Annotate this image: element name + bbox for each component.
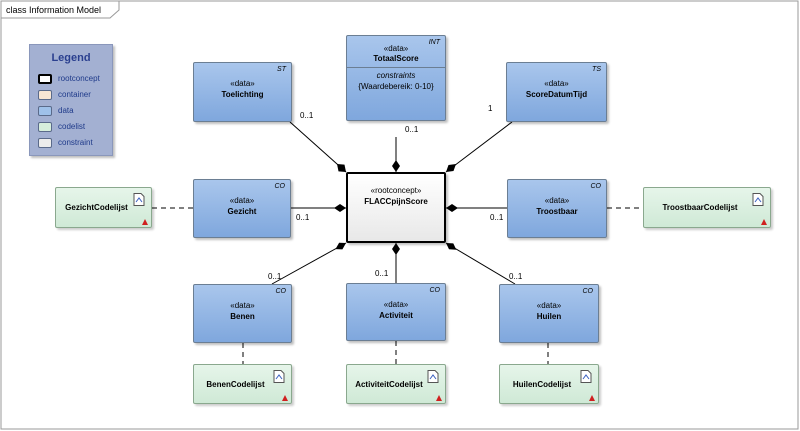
edge-toelichting bbox=[289, 121, 347, 173]
type-tag: TS bbox=[592, 66, 601, 73]
compartment-divider bbox=[347, 67, 445, 68]
diamond-activiteit bbox=[392, 243, 400, 255]
class-stereotype: «data» bbox=[229, 196, 255, 205]
class-activiteit[interactable]: CO «data» Activiteit bbox=[346, 283, 446, 341]
class-stereotype: «data» bbox=[230, 79, 255, 88]
class-name: Gezicht bbox=[227, 207, 257, 216]
diamond-troostbaar bbox=[446, 204, 458, 212]
document-icon bbox=[273, 370, 285, 383]
codelist-huilen[interactable]: HuilenCodelijst bbox=[499, 364, 599, 404]
root-stereotype: «rootconcept» bbox=[370, 186, 422, 195]
diamond-huilen bbox=[446, 243, 457, 250]
multiplicity-totaalscore: 0..1 bbox=[405, 125, 419, 134]
diamond-toelichting bbox=[337, 164, 346, 172]
diamond-totaalscore bbox=[392, 160, 400, 172]
type-tag: ST bbox=[277, 66, 286, 73]
class-name: Benen bbox=[230, 312, 255, 321]
codelist-name: HuilenCodelijst bbox=[512, 379, 572, 389]
multiplicity-benen: 0..1 bbox=[268, 272, 282, 281]
class-troostbaar[interactable]: CO «data» Troostbaar bbox=[507, 179, 607, 238]
class-stereotype: «data» bbox=[230, 301, 255, 310]
frame-title: class Information Model bbox=[6, 5, 102, 15]
class-stereotype: «data» bbox=[383, 44, 409, 53]
class-totaalscore[interactable]: INT «data» TotaalScore constraints {Waar… bbox=[346, 35, 446, 121]
multiplicity-huilen: 0..1 bbox=[509, 272, 523, 281]
type-tag: CO bbox=[275, 288, 287, 295]
class-name: Troostbaar bbox=[536, 207, 578, 216]
type-tag: INT bbox=[428, 39, 440, 46]
type-tag: CO bbox=[274, 183, 286, 190]
class-benen[interactable]: CO «data» Benen bbox=[193, 284, 292, 343]
warning-icon bbox=[282, 395, 288, 401]
constraint-value: {Waardebereik: 0-10} bbox=[358, 82, 434, 91]
class-name: Huilen bbox=[536, 312, 562, 321]
diamond-benen bbox=[335, 242, 346, 250]
type-tag: CO bbox=[590, 183, 602, 190]
class-stereotype: «data» bbox=[544, 196, 570, 205]
warning-icon bbox=[761, 219, 767, 225]
class-stereotype: «data» bbox=[536, 301, 562, 310]
codelist-troostbaar[interactable]: TroostbaarCodelijst bbox=[643, 187, 771, 228]
class-name: Activiteit bbox=[379, 311, 413, 320]
class-stereotype: «data» bbox=[544, 79, 569, 88]
class-huilen[interactable]: CO «data» Huilen bbox=[499, 284, 599, 343]
multiplicity-troostbaar: 0..1 bbox=[490, 213, 504, 222]
edge-huilen bbox=[445, 242, 516, 285]
warning-icon bbox=[142, 219, 148, 225]
document-icon bbox=[752, 193, 764, 206]
legend-swatch-constraint bbox=[38, 138, 52, 148]
codelist-name: ActiviteitCodelijst bbox=[355, 379, 423, 389]
legend-label-codelist: codelist bbox=[58, 122, 86, 131]
class-toelichting[interactable]: ST «data» Toelichting bbox=[193, 62, 292, 122]
constraints-header: constraints bbox=[376, 71, 416, 80]
class-gezicht[interactable]: CO «data» Gezicht bbox=[193, 179, 291, 238]
legend-panel: Legend rootconcept container data codeli… bbox=[29, 44, 113, 156]
legend-label-data: data bbox=[58, 106, 74, 115]
codelist-name: BenenCodelijst bbox=[206, 379, 265, 389]
type-tag: CO bbox=[582, 288, 594, 295]
legend-swatch-codelist bbox=[38, 122, 52, 132]
codelist-gezicht[interactable]: GezichtCodelijst bbox=[55, 187, 152, 228]
document-icon bbox=[580, 370, 592, 383]
class-name: ScoreDatumTijd bbox=[525, 90, 588, 99]
edge-scoredatumtijd bbox=[445, 121, 513, 173]
legend-swatch-rootconcept bbox=[38, 74, 52, 84]
document-icon bbox=[427, 370, 439, 383]
legend-label-rootconcept: rootconcept bbox=[58, 74, 100, 83]
legend-title: Legend bbox=[51, 52, 91, 64]
type-tag: CO bbox=[429, 287, 441, 294]
codelist-name: TroostbaarCodelijst bbox=[662, 203, 738, 212]
codelist-name: GezichtCodelijst bbox=[65, 203, 128, 212]
legend-label-container: container bbox=[58, 90, 91, 99]
frame-tab-border bbox=[1, 1, 120, 19]
class-name: TotaalScore bbox=[373, 54, 419, 63]
multiplicity-gezicht: 0..1 bbox=[296, 213, 310, 222]
diamond-gezicht bbox=[334, 204, 346, 212]
legend-swatch-container bbox=[38, 90, 52, 100]
document-icon bbox=[133, 193, 145, 206]
multiplicity-scoredatumtijd: 1 bbox=[488, 104, 493, 113]
class-stereotype: «data» bbox=[383, 300, 409, 309]
root-name: FLACCpijnScore bbox=[364, 197, 428, 206]
class-name: Toelichting bbox=[221, 90, 264, 99]
warning-icon bbox=[589, 395, 595, 401]
diamond-scoredatumtijd bbox=[446, 164, 456, 172]
codelist-activiteit[interactable]: ActiviteitCodelijst bbox=[346, 364, 446, 404]
edge-benen bbox=[271, 242, 347, 285]
root-class-flaccpijnscore[interactable]: «rootconcept» FLACCpijnScore bbox=[346, 172, 446, 243]
legend-label-constraint: constraint bbox=[58, 138, 93, 147]
multiplicity-activiteit: 0..1 bbox=[375, 269, 389, 278]
multiplicity-toelichting: 0..1 bbox=[300, 111, 314, 120]
warning-icon bbox=[436, 395, 442, 401]
legend-swatch-data bbox=[38, 106, 52, 116]
codelist-benen[interactable]: BenenCodelijst bbox=[193, 364, 292, 404]
class-scoredatumtijd[interactable]: TS «data» ScoreDatumTijd bbox=[506, 62, 607, 122]
